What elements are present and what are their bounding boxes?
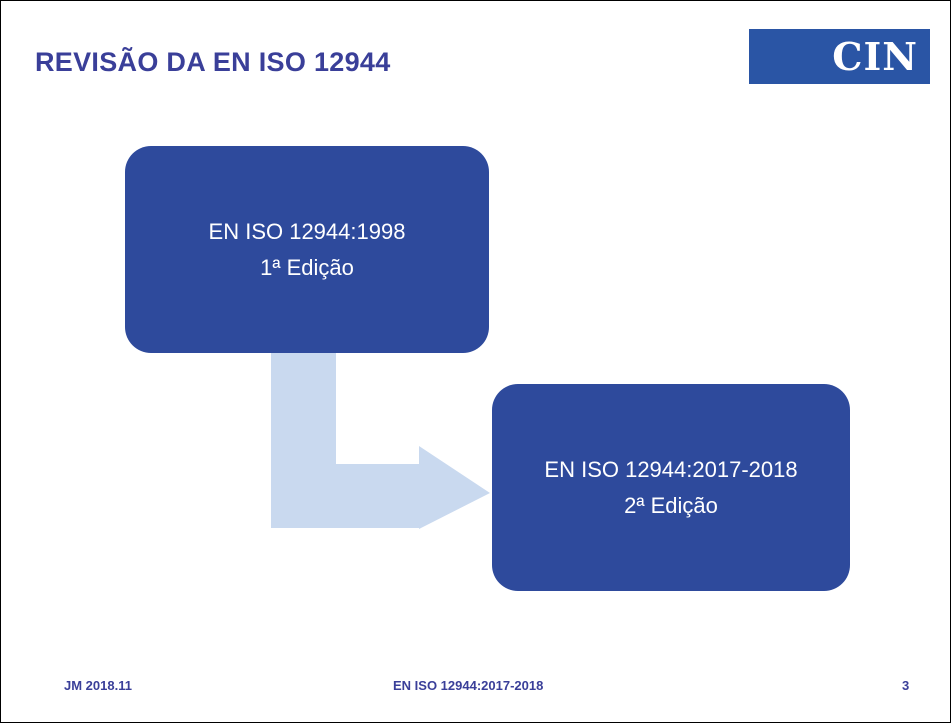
logo-text: CIN xyxy=(832,34,918,79)
edition-1-label: 1ª Edição xyxy=(260,254,354,280)
edition-box-2: EN ISO 12944:2017-2018 2ª Edição xyxy=(492,384,850,591)
edition-2-label: 2ª Edição xyxy=(624,492,718,518)
edition-2-standard: EN ISO 12944:2017-2018 xyxy=(544,456,798,482)
cin-logo: CIN xyxy=(749,29,930,84)
edition-1-standard: EN ISO 12944:1998 xyxy=(208,218,406,244)
footer-standard: EN ISO 12944:2017-2018 xyxy=(393,678,544,693)
footer-author-date: JM 2018.11 xyxy=(64,678,132,693)
page-number: 3 xyxy=(902,678,910,693)
slide-title: REVISÃO DA EN ISO 12944 xyxy=(35,47,391,77)
edition-box-1: EN ISO 12944:1998 1ª Edição xyxy=(125,146,489,353)
